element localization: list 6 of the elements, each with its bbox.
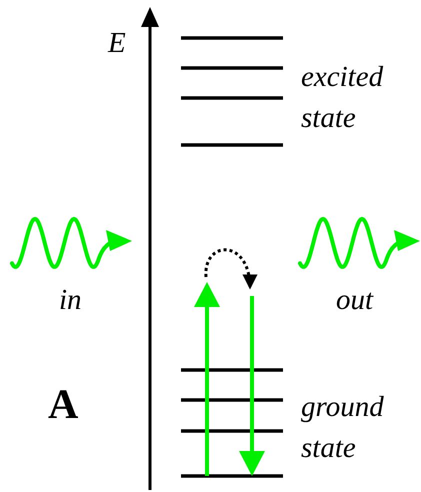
state-label: excited state [301, 60, 384, 136]
axis-label: E [108, 28, 126, 58]
state-label: ground state [301, 390, 385, 466]
wave-label: out [336, 285, 374, 315]
panel-letter: A [48, 384, 78, 426]
wave-label: in [59, 285, 82, 315]
